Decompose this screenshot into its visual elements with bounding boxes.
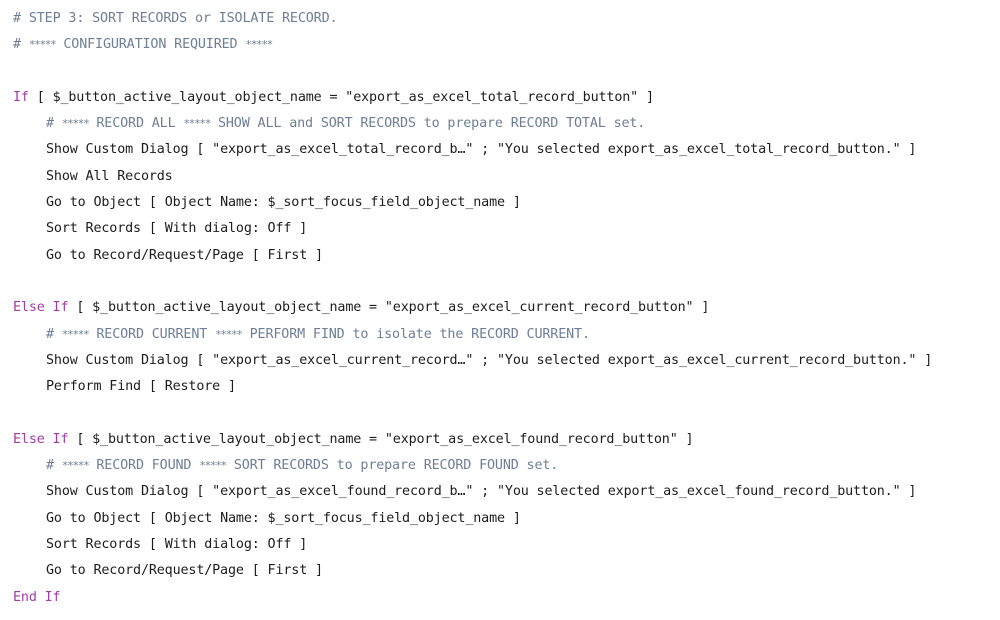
script-step[interactable]: Show Custom Dialog [ "export_as_excel_cu… bbox=[13, 348, 1000, 374]
step-params: [ With dialog: Off ] bbox=[148, 536, 308, 552]
script-comment-line[interactable]: # STEP 3: SORT RECORDS or ISOLATE RECORD… bbox=[13, 6, 1000, 32]
script-step[interactable]: Go to Record/Request/Page [ First ] bbox=[13, 243, 1000, 269]
comment-label: RECORD FOUND bbox=[96, 458, 192, 474]
script-step[interactable]: Show Custom Dialog [ "export_as_excel_to… bbox=[13, 137, 1000, 163]
script-step-end-if[interactable]: End If bbox=[13, 585, 1000, 611]
step-params: [ "export_as_excel_current_record…" ; "Y… bbox=[196, 352, 933, 368]
step-name: Show Custom Dialog bbox=[46, 142, 189, 158]
script-comment-line[interactable]: # ***** RECORD FOUND ***** SORT RECORDS … bbox=[13, 453, 1000, 479]
step-params: [ "export_as_excel_total_record_b…" ; "Y… bbox=[196, 142, 917, 158]
comment-label: RECORD CURRENT bbox=[96, 326, 208, 342]
script-step-else-if[interactable]: Else If [ $_button_active_layout_object_… bbox=[13, 427, 1000, 453]
blank-line bbox=[13, 59, 1000, 85]
comment-hash: # bbox=[13, 37, 21, 53]
comment-label: RECORD ALL bbox=[96, 116, 176, 132]
if-condition: [ $_button_active_layout_object_name = "… bbox=[36, 89, 654, 105]
step-name: Sort Records bbox=[46, 536, 141, 552]
comment-stars: ***** bbox=[245, 38, 273, 52]
step-params: [ With dialog: Off ] bbox=[148, 221, 308, 237]
step-name: Perform Find bbox=[46, 379, 141, 395]
step-params: [ First ] bbox=[251, 247, 323, 263]
script-step[interactable]: Show Custom Dialog [ "export_as_excel_fo… bbox=[13, 479, 1000, 505]
script-step-if[interactable]: If [ $_button_active_layout_object_name … bbox=[13, 85, 1000, 111]
script-step[interactable]: Perform Find [ Restore ] bbox=[13, 374, 1000, 400]
end-if-keyword: End If bbox=[13, 589, 61, 605]
step-params: [ Object Name: $_sort_focus_field_object… bbox=[148, 195, 521, 211]
comment-text: SORT RECORDS to prepare RECORD FOUND set… bbox=[233, 458, 559, 474]
step-name: Go to Record/Request/Page bbox=[46, 563, 244, 579]
blank-line bbox=[13, 400, 1000, 426]
step-name: Show Custom Dialog bbox=[46, 352, 189, 368]
comment-stars: ***** bbox=[199, 459, 227, 473]
comment-hash: # bbox=[13, 11, 21, 26]
comment-text: PERFORM FIND to isolate the RECORD CURRE… bbox=[249, 326, 590, 342]
comment-stars: ***** bbox=[215, 327, 243, 341]
comment-hash: # bbox=[46, 326, 54, 342]
script-step[interactable]: Go to Object [ Object Name: $_sort_focus… bbox=[13, 506, 1000, 532]
if-keyword: If bbox=[13, 89, 29, 105]
comment-hash: # bbox=[46, 458, 54, 474]
script-comment-line[interactable]: # ***** RECORD ALL ***** SHOW ALL and SO… bbox=[13, 111, 1000, 137]
comment-stars: ***** bbox=[61, 459, 90, 473]
script-comment-line[interactable]: # ***** RECORD CURRENT ***** PERFORM FIN… bbox=[13, 322, 1000, 348]
step-params: [ "export_as_excel_found_record_b…" ; "Y… bbox=[196, 484, 917, 500]
script-step[interactable]: Go to Object [ Object Name: $_sort_focus… bbox=[13, 190, 1000, 216]
comment-text: STEP 3: SORT RECORDS or ISOLATE RECORD. bbox=[28, 11, 338, 26]
comment-text: SHOW ALL and SORT RECORDS to prepare REC… bbox=[217, 116, 646, 132]
blank-line bbox=[13, 269, 1000, 295]
else-if-keyword: Else If bbox=[13, 300, 69, 316]
step-name: Show Custom Dialog bbox=[46, 484, 189, 500]
step-params: [ Restore ] bbox=[148, 379, 236, 395]
script-step-else-if[interactable]: Else If [ $_button_active_layout_object_… bbox=[13, 295, 1000, 321]
step-name: Sort Records bbox=[46, 221, 141, 237]
script-step[interactable]: Sort Records [ With dialog: Off ] bbox=[13, 216, 1000, 242]
step-name: Go to Object bbox=[46, 510, 141, 526]
else-if-condition: [ $_button_active_layout_object_name = "… bbox=[76, 300, 710, 316]
else-if-condition: [ $_button_active_layout_object_name = "… bbox=[76, 431, 694, 447]
else-if-keyword: Else If bbox=[13, 431, 69, 447]
comment-text: CONFIGURATION REQUIRED bbox=[63, 37, 238, 53]
step-params: [ Object Name: $_sort_focus_field_object… bbox=[148, 510, 521, 526]
script-step[interactable]: Sort Records [ With dialog: Off ] bbox=[13, 532, 1000, 558]
comment-stars: ***** bbox=[183, 117, 211, 131]
script-editor: # STEP 3: SORT RECORDS or ISOLATE RECORD… bbox=[13, 6, 1000, 611]
comment-stars: ***** bbox=[61, 117, 90, 131]
script-step[interactable]: Show All Records bbox=[13, 164, 1000, 190]
comment-stars: ***** bbox=[28, 38, 57, 52]
script-comment-line[interactable]: # ***** CONFIGURATION REQUIRED ***** bbox=[13, 32, 1000, 58]
script-step[interactable]: Go to Record/Request/Page [ First ] bbox=[13, 558, 1000, 584]
step-name: Go to Object bbox=[46, 195, 141, 211]
step-params: [ First ] bbox=[251, 563, 323, 579]
step-name: Show All Records bbox=[46, 168, 173, 184]
comment-hash: # bbox=[46, 116, 54, 132]
comment-stars: ***** bbox=[61, 327, 90, 341]
step-name: Go to Record/Request/Page bbox=[46, 247, 244, 263]
